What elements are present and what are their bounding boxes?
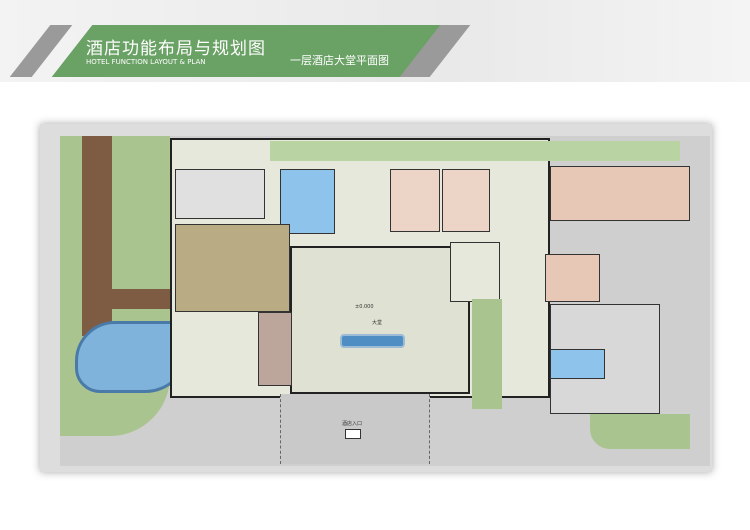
wooden-deck-path — [82, 136, 112, 336]
entrance-label: 酒店入口 — [342, 421, 363, 427]
plan-title: 一层酒店大堂平面图 — [290, 54, 389, 67]
garden-right — [590, 414, 690, 449]
lounge-bar — [175, 224, 290, 312]
meeting-room-2 — [442, 169, 490, 232]
elevation-label: ±0.000 — [355, 304, 374, 310]
office — [545, 254, 600, 302]
restaurant — [550, 166, 690, 221]
business-center — [450, 242, 500, 302]
garden-planter — [472, 299, 502, 409]
vip-rooms — [258, 312, 292, 386]
page-title: 酒店功能布局与规划图 — [86, 39, 266, 59]
page-subtitle: HOTEL FUNCTION LAYOUT & PLAN — [86, 58, 206, 66]
meeting-room-1 — [390, 169, 440, 232]
water-feature — [340, 334, 405, 348]
fire-control-room — [175, 169, 265, 219]
restrooms — [280, 169, 335, 234]
rear-lawn — [270, 141, 680, 161]
lobby-label: 大堂 — [372, 320, 383, 326]
floor-plan: 大堂 酒店入口 ±0.000 — [40, 124, 712, 472]
car-icon — [345, 429, 361, 439]
lobby-hall — [290, 246, 470, 394]
right-restrooms — [550, 349, 605, 379]
